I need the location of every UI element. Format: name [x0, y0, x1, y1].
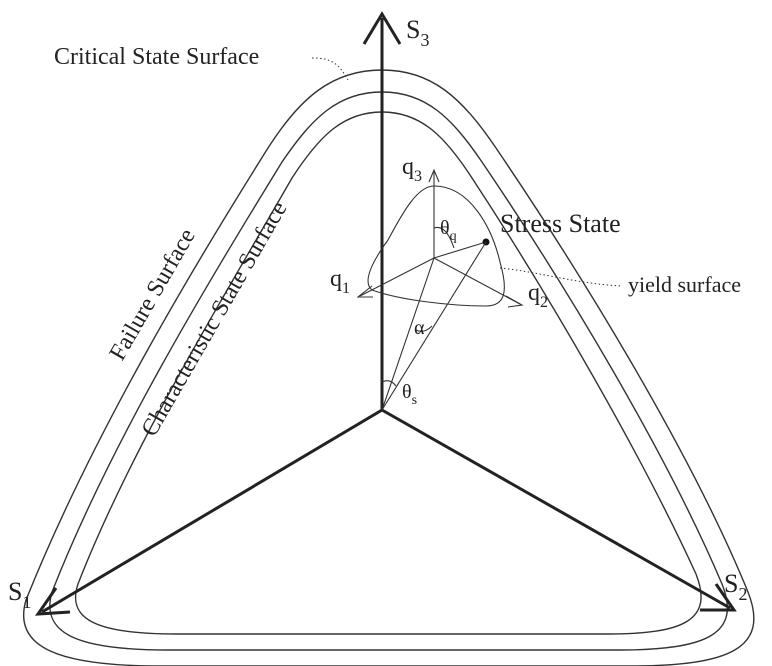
q3-label-main: q — [402, 154, 414, 180]
s3-label: S3 — [406, 15, 429, 50]
s1-label-sub: 1 — [22, 592, 31, 612]
q2-label-main: q — [528, 280, 540, 306]
theta-q-label: θq — [440, 217, 457, 244]
stress-vector — [433, 241, 487, 259]
q1-label: q1 — [330, 266, 350, 297]
yield-surface-label: yield surface — [628, 272, 741, 297]
alpha-label: α — [414, 317, 425, 339]
s2-label-sub: 2 — [738, 584, 747, 604]
q1-label-sub: 1 — [342, 280, 350, 297]
stress-ray — [381, 241, 487, 411]
yield-surface-curve — [367, 185, 505, 307]
characteristic-state-surface-curve — [74, 111, 702, 635]
failure-surface-curve — [49, 91, 728, 651]
hydrostatic-line — [381, 257, 435, 411]
s2-arrowhead — [700, 583, 737, 612]
theta-s-label-sub: s — [412, 393, 417, 408]
theta-s-arc — [381, 380, 397, 387]
s2-label-main: S — [724, 569, 738, 598]
q2-arrowhead — [505, 295, 524, 308]
q1-label-main: q — [330, 266, 342, 292]
q3-label-sub: 3 — [414, 168, 422, 185]
stress-state-label: Stress State — [500, 209, 621, 238]
s1-axis — [41, 408, 383, 614]
q3-arrowhead — [428, 168, 440, 183]
theta-q-label-sub: q — [450, 229, 457, 244]
q1-arrowhead — [356, 285, 373, 298]
theta-q-arc — [433, 226, 455, 249]
yield-surface-leader — [499, 267, 623, 287]
s3-label-main: S — [406, 15, 420, 44]
critical-state-surface-label: Critical State Surface — [54, 44, 259, 70]
q2-label: q2 — [528, 280, 548, 311]
theta-s-label-main: θ — [402, 381, 412, 403]
theta-s-label: θs — [402, 381, 417, 408]
s1-label-main: S — [8, 577, 22, 606]
critical-state-surface-curve — [22, 69, 755, 666]
s1-arrowhead — [35, 587, 71, 616]
alpha-arc — [415, 325, 433, 332]
q1-axis — [359, 257, 435, 297]
s2-axis — [381, 408, 731, 610]
critical-state-leader — [311, 57, 349, 81]
q2-axis — [433, 257, 521, 305]
s1-label: S1 — [8, 577, 31, 612]
s3-arrowhead — [362, 11, 402, 45]
q2-label-sub: 2 — [540, 294, 548, 311]
q3-label: q3 — [402, 154, 422, 185]
s2-label: S2 — [724, 569, 747, 604]
s3-label-sub: 3 — [420, 30, 429, 50]
theta-q-label-main: θ — [440, 217, 450, 239]
